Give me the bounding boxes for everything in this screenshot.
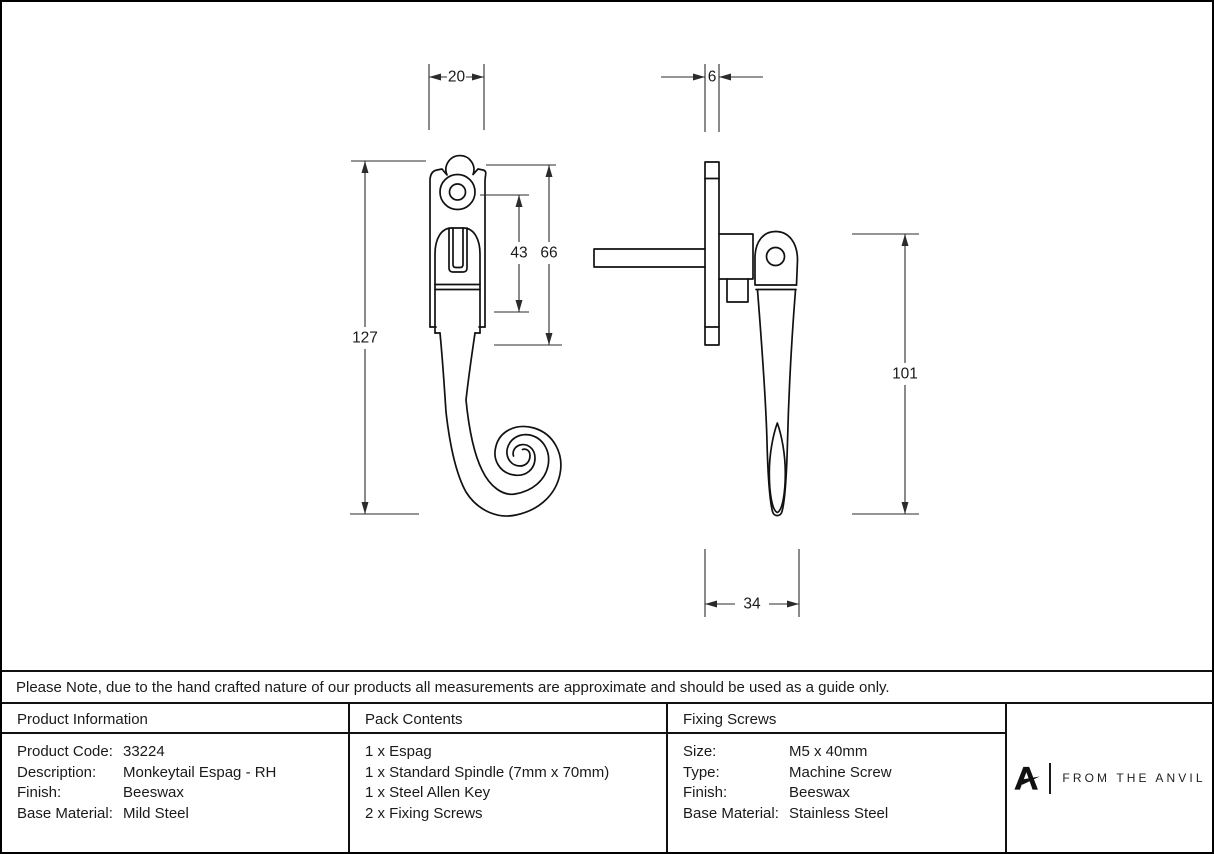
dim-handle-length-label: 101 (892, 366, 918, 383)
screw-boss-outer (439, 173, 476, 211)
housing-lug (726, 278, 749, 303)
monkeytail-inner-edge (465, 332, 550, 496)
screw-finish-label: Finish: (683, 784, 728, 802)
product-code-value: 33224 (123, 743, 165, 760)
side-screw-hole (765, 246, 786, 267)
measurement-note-text: Please Note, due to the hand crafted nat… (16, 678, 890, 696)
fixing-screws-header: Fixing Screws (668, 704, 1005, 734)
product-information-body: Product Code: 33224 Description: Monkeyt… (2, 734, 348, 824)
screw-type-row: Type: Machine Screw (683, 763, 1005, 784)
technical-drawing: 20 6 127 43 66 101 34 (348, 64, 923, 617)
front-view-drawing (429, 154, 562, 517)
dim-front-width-label: 20 (448, 69, 466, 86)
screw-size-label: Size: (683, 743, 717, 760)
side-handle-facet (768, 422, 787, 514)
side-view-drawing (593, 161, 799, 517)
front-collar-band (434, 283, 481, 291)
pack-item: 1 x Espag (365, 743, 432, 760)
screw-size-value: M5 x 40mm (789, 743, 868, 760)
description-label: Description: (17, 763, 97, 781)
front-slot-outer (448, 227, 468, 273)
finish-value: Beeswax (123, 784, 184, 802)
base-material-row: Base Material: Mild Steel (17, 804, 348, 825)
screw-material-row: Base Material: Stainless Steel (683, 804, 1005, 825)
screw-size-row: Size: M5 x 40mm (683, 742, 1005, 763)
side-backplate (704, 161, 720, 346)
anvil-a-icon (1014, 766, 1041, 790)
dim-plate-height-label: 66 (540, 245, 557, 262)
side-handle-top (754, 230, 799, 286)
pack-contents-body: 1 x Espag 1 x Standard Spindle (7mm x 70… (350, 734, 666, 824)
description-row: Description: Monkeytail Espag - RH (17, 763, 348, 784)
dimension-text-masks (348, 242, 923, 615)
product-information-header: Product Information (2, 704, 348, 734)
screw-finish-value: Beeswax (789, 784, 850, 802)
base-material-value: Mild Steel (123, 804, 189, 822)
dimension-labels: 20 6 127 43 66 101 34 (352, 69, 918, 613)
screw-material-value: Stainless Steel (789, 804, 889, 822)
dim-overall-length-label: 127 (352, 330, 378, 347)
finish-row: Finish: Beeswax (17, 783, 348, 804)
product-code-row: Product Code: 33224 (17, 742, 348, 763)
fixing-screws-body: Size: M5 x 40mm Type: Machine Screw Fini… (668, 734, 1005, 824)
espag-housing (718, 233, 754, 280)
brand-name: FROM THE ANVIL (1062, 771, 1206, 785)
pack-item: 2 x Fixing Screws (365, 804, 483, 822)
monkeytail-outer-edge (439, 332, 562, 517)
brand-cell: FROM THE ANVIL (1005, 704, 1212, 852)
base-material-label: Base Material: (17, 804, 113, 822)
side-collar-band (754, 284, 798, 291)
spindle (593, 248, 706, 268)
description-value: Monkeytail Espag - RH (123, 763, 277, 781)
pack-contents-header: Pack Contents (350, 704, 666, 734)
fixing-screws-column: Fixing Screws Size: M5 x 40mm Type: Mach… (666, 704, 1005, 852)
from-the-anvil-logo: FROM THE ANVIL (1013, 762, 1206, 794)
dim-plate-thickness-label: 6 (708, 69, 717, 86)
screw-hole (448, 183, 467, 201)
logo-divider (1049, 762, 1052, 794)
front-backplate (429, 154, 487, 328)
front-slot-inner (452, 227, 464, 269)
product-code-label: Product Code: (17, 743, 113, 760)
product-info-table: Product Information Product Code: 33224 … (2, 704, 1212, 852)
screw-material-label: Base Material: (683, 804, 779, 822)
pack-item: 1 x Steel Allen Key (365, 784, 491, 802)
front-grip (434, 227, 481, 334)
product-information-column: Product Information Product Code: 33224 … (2, 704, 348, 852)
side-handle-taper (756, 289, 797, 517)
dim-projection-label: 34 (743, 596, 761, 613)
measurement-note-row: Please Note, due to the hand crafted nat… (2, 670, 1212, 704)
side-backplate-screw-marks (704, 177, 720, 328)
screw-type-label: Type: (683, 763, 720, 781)
pack-contents-column: Pack Contents 1 x Espag 1 x Standard Spi… (348, 704, 666, 852)
pack-item: 1 x Standard Spindle (7mm x 70mm) (365, 763, 610, 781)
dim-screw-span-label: 43 (510, 245, 527, 262)
dimension-arrowheads (361, 73, 909, 608)
dimension-lines (350, 64, 919, 617)
screw-finish-row: Finish: Beeswax (683, 783, 1005, 804)
screw-type-value: Machine Screw (789, 763, 892, 781)
finish-label: Finish: (17, 784, 62, 802)
